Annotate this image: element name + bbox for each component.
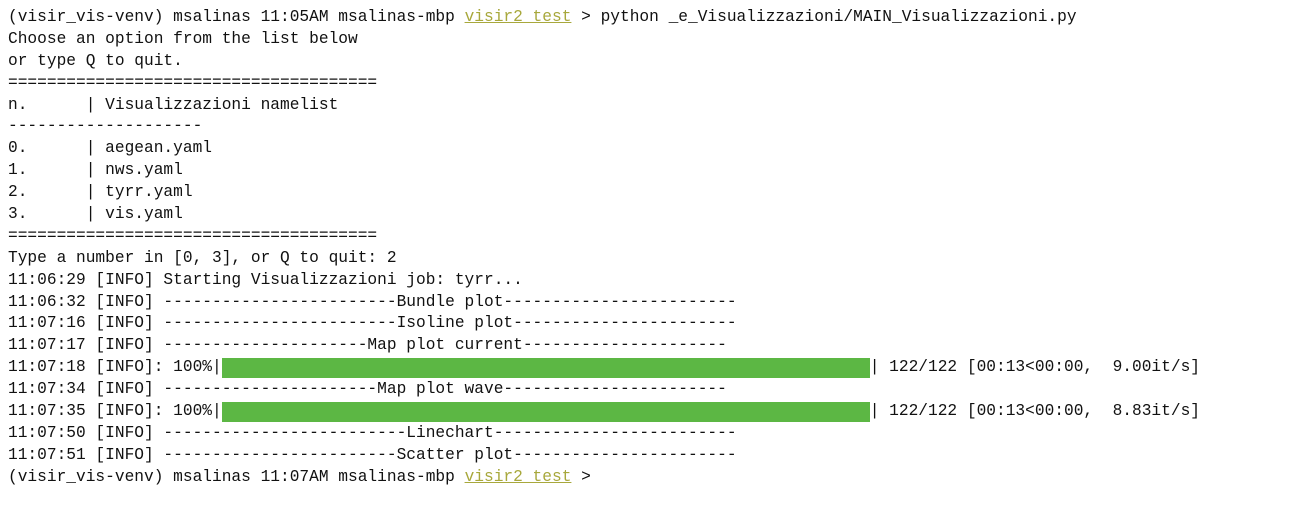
- menu-intro-line1: Choose an option from the list below: [8, 29, 358, 48]
- log-line: 11:07:50 [INFO] ------------------------…: [8, 423, 737, 442]
- prompt-line: (visir_vis-venv) msalinas 11:05AM msalin…: [8, 7, 1306, 29]
- log-line: 11:06:29 [INFO] Starting Visualizzazioni…: [8, 270, 523, 289]
- menu-separator-end: ======================================: [8, 226, 378, 245]
- menu-header: n. | Visualizzazioni namelist: [8, 95, 339, 114]
- menu-item: 1. | nws.yaml: [8, 161, 183, 180]
- menu-item: 2. | tyrr.yaml: [8, 183, 193, 202]
- progress-bar: [221, 401, 870, 422]
- menu-intro-line2: or type Q to quit.: [8, 51, 183, 70]
- prompt-directory: visir2_test: [464, 8, 572, 26]
- progress-suffix: | 122/122 [00:13<00:00, 8.83it/s]: [869, 402, 1200, 421]
- prompt-prefix: (visir_vis-venv) msalinas 11:05AM msalin…: [8, 8, 465, 26]
- input-prompt-line: Type a number in [0, 3], or Q to quit: 2: [8, 248, 397, 267]
- progress-bar: [221, 358, 870, 379]
- prompt-command: > python _e_Visualizzazioni/MAIN_Visuali…: [571, 8, 1077, 26]
- progress-left-pipe: |: [212, 358, 222, 377]
- menu-dash-separator: --------------------: [8, 117, 203, 136]
- progress-prefix: 11:07:18 [INFO]: 100%: [8, 358, 212, 377]
- log-line: 11:06:32 [INFO] ------------------------…: [8, 292, 737, 311]
- progress-prefix: 11:07:35 [INFO]: 100%: [8, 402, 212, 421]
- prompt-command: >: [571, 467, 591, 486]
- progress-line: 11:07:35 [INFO]: 100%| | 122/122 [00:13<0…: [8, 401, 1306, 423]
- log-line: 11:07:34 [INFO] ----------------------Ma…: [8, 380, 727, 399]
- log-line: 11:07:16 [INFO] ------------------------…: [8, 314, 737, 333]
- progress-line: 11:07:18 [INFO]: 100%| | 122/122 [00:13<0…: [8, 357, 1306, 379]
- log-line: 11:07:51 [INFO] ------------------------…: [8, 445, 737, 464]
- prompt-line[interactable]: (visir_vis-venv) msalinas 11:07AM msalin…: [8, 467, 1306, 489]
- log-line: 11:07:17 [INFO] ---------------------Map…: [8, 336, 727, 355]
- menu-item: 0. | aegean.yaml: [8, 139, 212, 158]
- prompt-prefix: (visir_vis-venv) msalinas 11:07AM msalin…: [8, 467, 465, 486]
- progress-left-pipe: |: [212, 402, 222, 421]
- terminal-window[interactable]: (visir_vis-venv) msalinas 11:05AM msalin…: [8, 7, 1306, 489]
- prompt-directory: visir2_test: [464, 467, 572, 486]
- progress-suffix: | 122/122 [00:13<00:00, 9.00it/s]: [869, 358, 1200, 377]
- menu-item: 3. | vis.yaml: [8, 205, 183, 224]
- menu-separator: ======================================: [8, 73, 378, 92]
